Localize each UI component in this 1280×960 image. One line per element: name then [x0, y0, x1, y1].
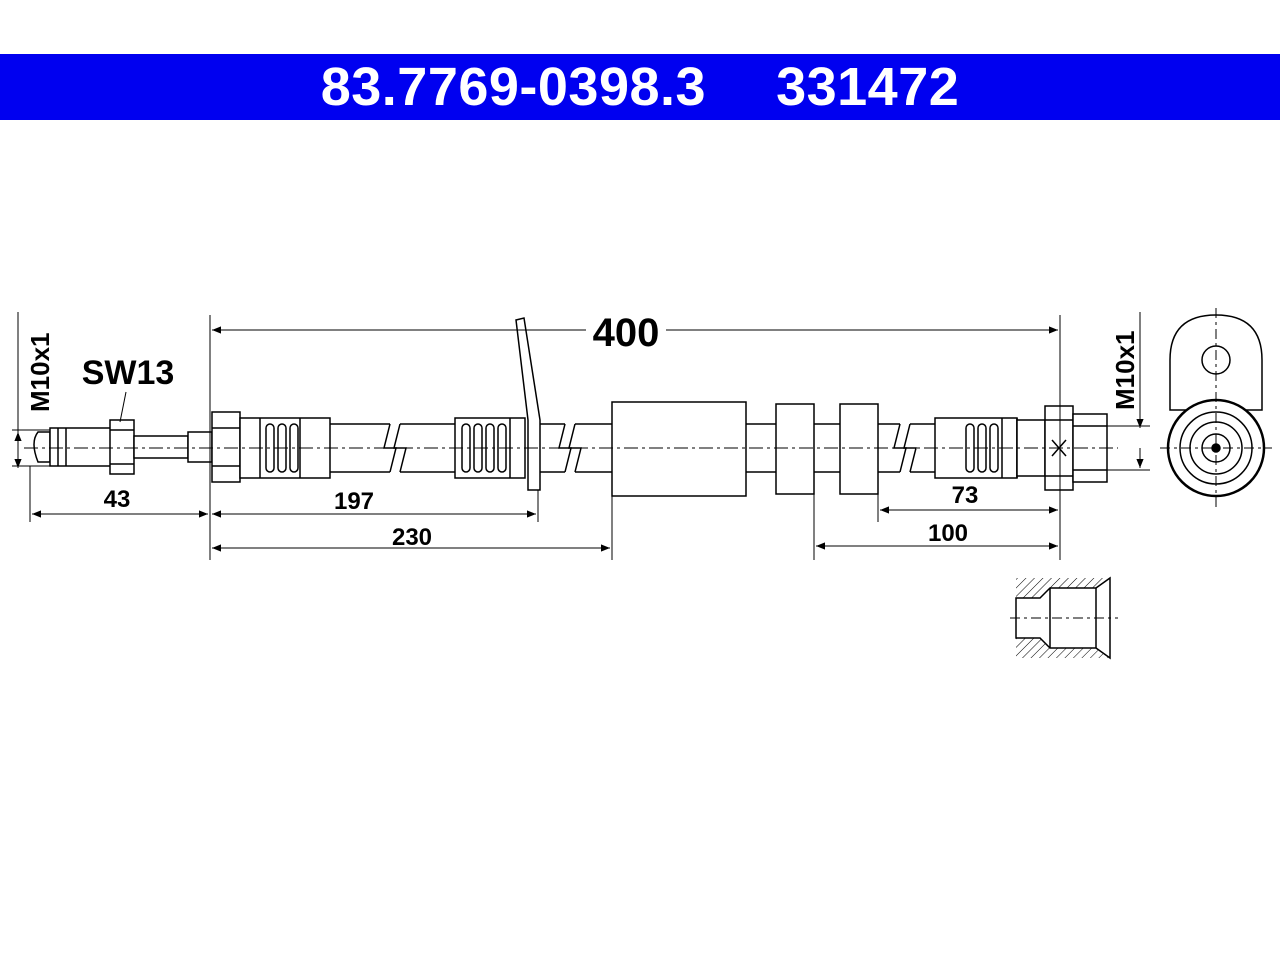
dim-right-long: 100	[928, 520, 968, 547]
retaining-ring	[839, 403, 879, 495]
wrench-size-label: SW13	[82, 354, 175, 392]
thread-label-right: M10x1	[1110, 331, 1140, 411]
dim-to-bracket: 197	[334, 488, 374, 515]
dimension-lines	[12, 312, 1150, 560]
protective-sleeve	[611, 401, 747, 497]
left-male-fitting	[33, 419, 213, 475]
dim-left-fitting: 43	[104, 486, 131, 513]
dim-total-length: 400	[593, 311, 660, 355]
middle-crimp-ferrule	[454, 417, 526, 479]
dim-right-short: 73	[952, 482, 979, 509]
title-banner: 83.7769-0398.3 331472	[0, 54, 1280, 120]
thread-label-left: M10x1	[25, 333, 55, 413]
article-number: 331472	[776, 57, 960, 117]
mounting-bracket	[515, 317, 541, 491]
port-section-detail	[1010, 576, 1118, 660]
part-number: 83.7769-0398.3	[320, 57, 707, 117]
dim-to-sleeve: 230	[392, 524, 432, 551]
retaining-ring	[775, 403, 815, 495]
left-crimp-ferrule	[211, 411, 331, 483]
end-view	[1160, 308, 1272, 508]
